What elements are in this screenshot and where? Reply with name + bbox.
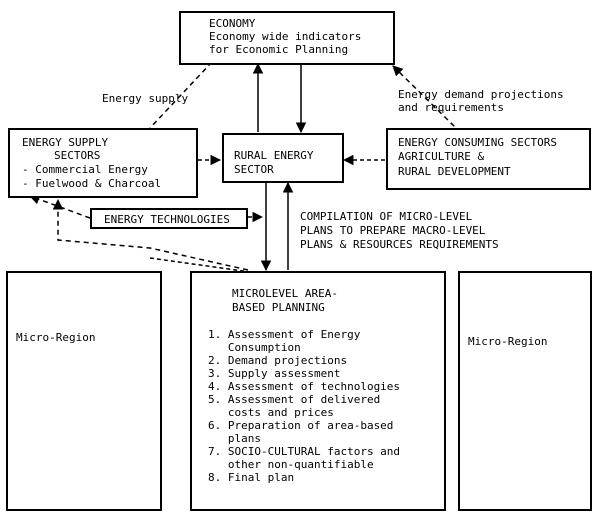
micro-to-supply-dashed [52, 198, 249, 271]
consuming-line2: AGRICULTURE & [398, 150, 485, 163]
micro-region-left-label: Micro-Region [16, 331, 96, 344]
tech-to-supply-dashed [29, 194, 91, 219]
planning-step: plans [208, 432, 261, 445]
supply-title-line1: ENERGY SUPPLY [22, 136, 109, 149]
planning-step: 2. Demand projections [208, 354, 348, 367]
planning-step: 1. Assessment of Energy [208, 328, 361, 341]
energy-technologies-box: ENERGY TECHNOLOGIES [90, 208, 248, 229]
economy-box: ECONOMY Economy wide indicators for Econ… [179, 11, 395, 65]
planning-title-line2: BASED PLANNING [232, 301, 325, 314]
rural-energy-sector-box: RURAL ENERGY SECTOR [222, 133, 344, 183]
energy-supply-sectors-box: ENERGY SUPPLY SECTORS - Commercial Energ… [8, 128, 198, 198]
microlevel-planning-box: MICROLEVEL AREA- BASED PLANNING 1. Asses… [190, 271, 446, 511]
economy-line2: for Economic Planning [209, 43, 349, 56]
planning-steps-list: 1. Assessment of Energy Consumption 2. D… [208, 328, 400, 484]
planning-step: 3. Supply assessment [208, 367, 341, 380]
rural-line1: RURAL ENERGY [234, 149, 314, 162]
compilation-line3: PLANS & RESOURCES REQUIREMENTS [300, 238, 499, 251]
micro-region-right-label: Micro-Region [468, 335, 548, 348]
energy-consuming-sectors-box: ENERGY CONSUMING SECTORS AGRICULTURE & R… [386, 128, 591, 190]
micro-left-link [149, 257, 251, 273]
consuming-line1: ENERGY CONSUMING SECTORS [398, 136, 557, 149]
supply-item-fuelwood: - Fuelwood & Charcoal [22, 177, 162, 190]
demand-label-line1: Energy demand projections [398, 88, 564, 101]
planning-step: 8. Final plan [208, 471, 295, 484]
planning-step: 6. Preparation of area-based [208, 419, 394, 432]
supply-item-commercial: - Commercial Energy [22, 163, 148, 176]
micro-region-right-box: Micro-Region [458, 271, 592, 511]
compilation-line1: COMPILATION OF MICRO-LEVEL [300, 210, 473, 223]
micro-region-left-box: Micro-Region [6, 271, 162, 511]
compilation-line2: PLANS TO PREPARE MACRO-LEVEL [300, 224, 486, 237]
planning-step: 5. Assessment of delivered [208, 393, 381, 406]
planning-step: 4. Assessment of technologies [208, 380, 401, 393]
consuming-line3: RURAL DEVELOPMENT [398, 165, 511, 178]
demand-label-line2: and requirements [398, 101, 504, 114]
rural-line2: SECTOR [234, 163, 274, 176]
planning-step: Consumption [208, 341, 301, 354]
planning-step: other non-quantifiable [208, 458, 374, 471]
technologies-label: ENERGY TECHNOLOGIES [104, 213, 230, 226]
energy-supply-label: Energy supply [102, 92, 189, 105]
economy-title: ECONOMY [209, 17, 256, 30]
planning-title-line1: MICROLEVEL AREA- [232, 287, 338, 300]
economy-line1: Economy wide indicators [209, 30, 362, 43]
economy-demand-dashed [392, 65, 457, 129]
planning-step: costs and prices [208, 406, 334, 419]
planning-step: 7. SOCIO-CULTURAL factors and [208, 445, 401, 458]
supply-title-line2: SECTORS [54, 149, 101, 162]
economy-supply-dashed [149, 61, 213, 129]
